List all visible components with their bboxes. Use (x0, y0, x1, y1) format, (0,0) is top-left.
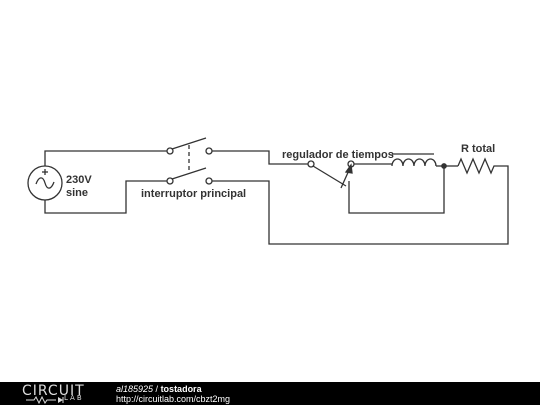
circuitlab-logo-word: CIRCUIT (22, 383, 85, 399)
source-type-label: sine (66, 187, 88, 199)
switch-top-right-contact (205, 147, 213, 155)
inductor-coils (391, 158, 437, 167)
timer-label: regulador de tiempos (282, 149, 394, 161)
footer-bar: CIRCUIT LAB al185925 / tostadora http://… (0, 382, 540, 405)
footer-url[interactable]: http://circuitlab.com/cbzt2mg (116, 394, 231, 404)
wire-timer-bypass (348, 166, 445, 214)
switch-bottom-right-contact (205, 177, 213, 185)
ac-sine-glyph (35, 177, 55, 189)
circuitlab-logo-sub: LAB (64, 394, 84, 402)
footer-title-line: al185925 / tostadora (116, 384, 202, 394)
wire-source-bottom (44, 180, 167, 214)
timer-arrow-head (344, 163, 353, 174)
timer-blade (312, 165, 347, 187)
switch-top-left-contact (166, 147, 174, 155)
source-voltage-label: 230V (66, 174, 92, 186)
circuit-schematic: 230V sine interruptor principal regulado… (27, 137, 509, 245)
wire-switch-to-timer (212, 150, 308, 165)
switch-top-blade (171, 137, 207, 150)
footer-separator: / (153, 384, 161, 394)
timer-left-contact (307, 160, 315, 168)
main-switch-label: interruptor principal (141, 188, 246, 200)
wire-source-top (44, 150, 167, 166)
footer-author[interactable]: al185925 (116, 384, 154, 394)
logo-resistor-icon (26, 396, 64, 404)
switch-bottom-left-contact (166, 177, 174, 185)
resistor-label: R total (461, 143, 495, 155)
resistor-zigzag (457, 157, 496, 175)
footer-title: tostadora (160, 384, 202, 394)
wire-return (212, 165, 509, 245)
